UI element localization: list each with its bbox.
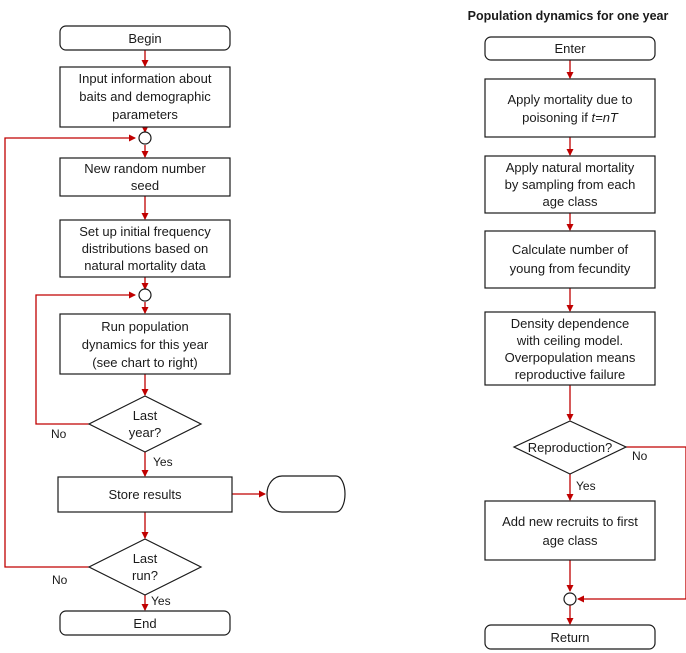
reproduction-yes-label: Yes — [576, 479, 596, 493]
run-line3: (see chart to right) — [92, 355, 198, 370]
natural-line2: by sampling from each — [505, 177, 636, 192]
last-year-line1: Last — [133, 408, 158, 423]
reproduction-decision — [512, 420, 628, 475]
setup-line2: distributions based on — [82, 241, 208, 256]
seed-line1: New random number — [84, 161, 206, 176]
connector-lastyear-loop — [35, 291, 136, 425]
last-run-decision — [87, 538, 203, 596]
junction-return — [563, 592, 577, 606]
density-box — [484, 311, 656, 386]
right-flowchart: Population dynamics for one year Enter A… — [468, 9, 686, 650]
input-info-box — [59, 66, 231, 128]
recruits-line2: age class — [543, 533, 598, 548]
store-results-box — [57, 476, 233, 513]
density-line4: reproductive failure — [515, 367, 626, 382]
last-run-no-label: No — [52, 573, 68, 587]
natural-line3: age class — [543, 194, 598, 209]
setup-line1: Set up initial frequency — [79, 224, 211, 239]
return-terminal — [484, 624, 656, 650]
run-line1: Run population — [101, 319, 188, 334]
density-line1: Density dependence — [511, 316, 630, 331]
recruits-line1: Add new recruits to first — [502, 514, 638, 529]
young-box — [484, 230, 656, 289]
input-info-line1: Input information about — [79, 71, 212, 86]
density-line2: with ceiling model. — [516, 333, 623, 348]
connector-lastrun-loop — [4, 134, 136, 568]
mortality-condition-math: t=nT — [592, 110, 619, 125]
junction-year-loop — [138, 288, 152, 302]
return-label: Return — [550, 630, 589, 645]
natural-mortality-box — [484, 155, 656, 214]
mortality-line2: poisoning if t=nT — [522, 110, 619, 125]
last-run-line1: Last — [133, 551, 158, 566]
last-year-no-label: No — [51, 427, 67, 441]
reproduction-no-label: No — [632, 449, 648, 463]
end-label: End — [133, 616, 156, 631]
connector-reproduction-no — [577, 446, 686, 603]
natural-line1: Apply natural mortality — [506, 160, 635, 175]
run-line2: dynamics for this year — [82, 337, 209, 352]
begin-terminal — [59, 25, 231, 51]
input-info-line2: baits and demographic — [79, 89, 211, 104]
enter-terminal — [484, 36, 656, 61]
young-line1: Calculate number of — [512, 242, 629, 257]
stored-data-symbol — [266, 475, 346, 513]
setup-box — [59, 219, 231, 278]
left-flowchart: Begin Input information about baits and … — [4, 25, 346, 636]
seed-box — [59, 157, 231, 197]
last-year-decision — [87, 395, 203, 453]
recruits-box — [484, 500, 656, 561]
store-results-label: Store results — [109, 487, 182, 502]
young-line2: young from fecundity — [510, 261, 631, 276]
mortality-line1: Apply mortality due to — [507, 92, 632, 107]
junction-run-loop — [138, 131, 152, 145]
reproduction-label: Reproduction? — [528, 440, 613, 455]
input-info-line3: parameters — [112, 107, 178, 122]
seed-line2: seed — [131, 178, 159, 193]
density-line3: Overpopulation means — [505, 350, 636, 365]
last-year-yes-label: Yes — [153, 455, 173, 469]
mortality-box — [484, 78, 656, 138]
end-terminal — [59, 610, 231, 636]
begin-label: Begin — [128, 31, 161, 46]
setup-line3: natural mortality data — [84, 258, 206, 273]
last-run-yes-label: Yes — [151, 594, 171, 608]
right-chart-title: Population dynamics for one year — [468, 9, 669, 23]
last-run-line2: run? — [132, 568, 158, 583]
mortality-line2-prefix: poisoning if — [522, 110, 591, 125]
enter-label: Enter — [554, 41, 586, 56]
run-box — [59, 313, 231, 375]
last-year-line2: year? — [129, 425, 162, 440]
